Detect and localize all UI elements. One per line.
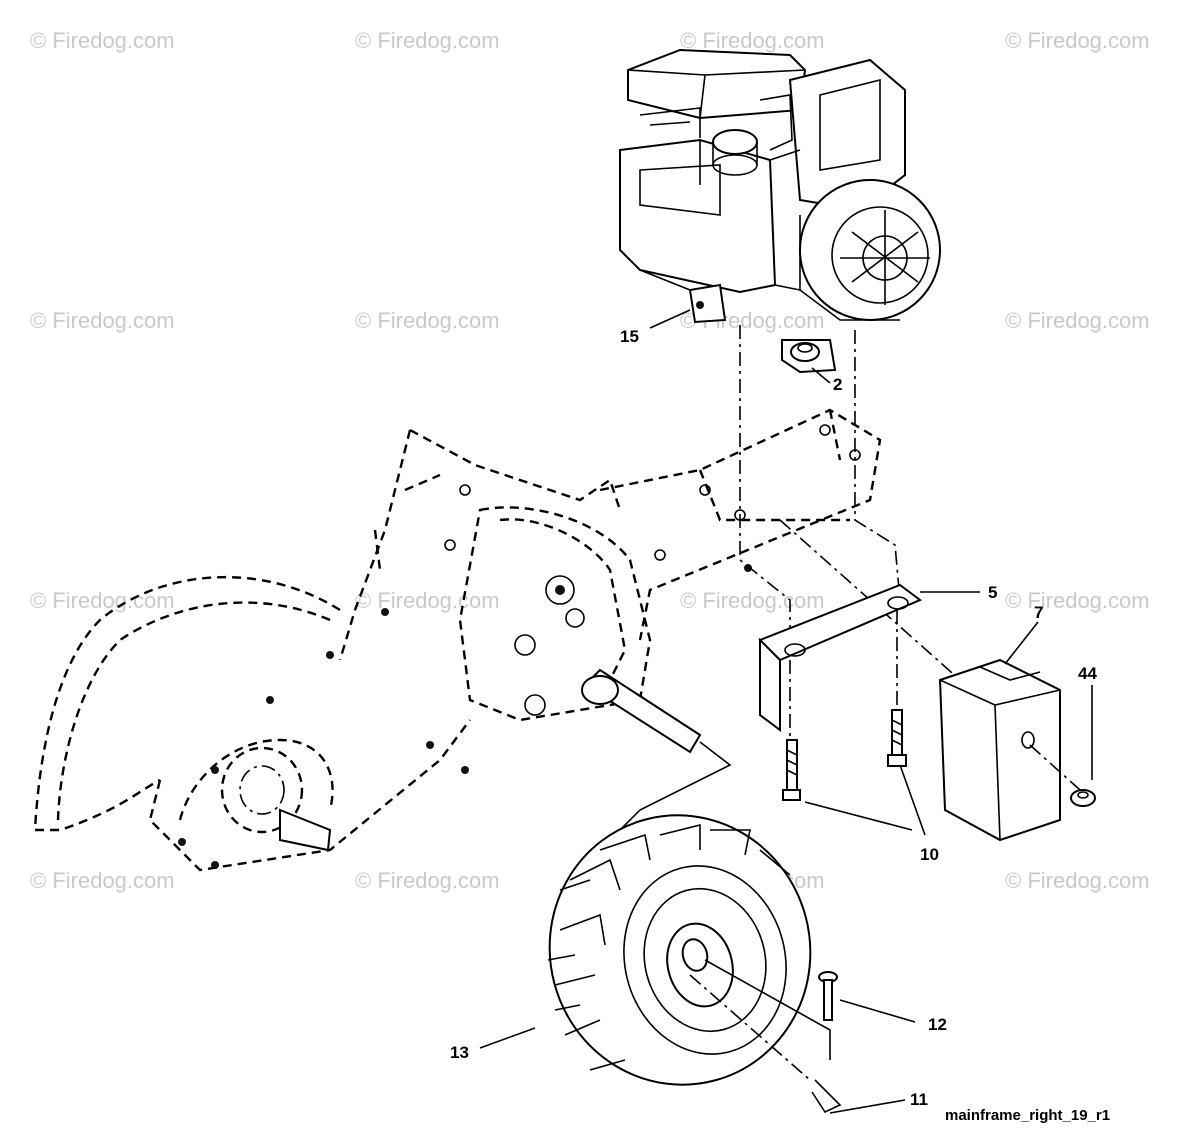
- callout-2: 2: [833, 375, 842, 394]
- callout-7: 7: [1034, 603, 1043, 622]
- callouts: 15 2 5 7 44 10 12 13 11: [450, 327, 1097, 1109]
- clevis-pin-12: [818, 971, 838, 1021]
- callout-12: 12: [928, 1015, 947, 1034]
- watermark: © Firedog.com: [1005, 588, 1150, 613]
- callout-44: 44: [1078, 664, 1097, 683]
- watermark: © Firedog.com: [1005, 868, 1150, 893]
- counterweight-block: [938, 658, 1061, 842]
- watermark: © Firedog.com: [355, 308, 500, 333]
- watermark: © Firedog.com: [30, 28, 175, 53]
- diagram-caption: mainframe_right_19_r1: [945, 1107, 1110, 1124]
- angle-bracket: [758, 583, 922, 732]
- tire-wheel: [547, 814, 831, 1086]
- watermark: © Firedog.com: [355, 28, 500, 53]
- callout-13: 13: [450, 1043, 469, 1062]
- callout-5: 5: [988, 583, 997, 602]
- tiller-frame-drawing: [33, 408, 882, 872]
- watermark: © Firedog.com: [355, 868, 500, 893]
- leader-lines: [479, 309, 1093, 1114]
- callout-11: 11: [910, 1090, 928, 1109]
- callout-15: 15: [620, 327, 639, 346]
- flange-nut-2: [781, 339, 837, 374]
- bolts-10: [782, 709, 907, 801]
- watermark: © Firedog.com: [680, 28, 825, 53]
- engine-drawing: [619, 48, 941, 324]
- watermark-layer: © Firedog.com © Firedog.com © Firedog.co…: [30, 28, 1150, 893]
- watermark: © Firedog.com: [355, 588, 500, 613]
- watermark: © Firedog.com: [30, 308, 175, 333]
- watermark: © Firedog.com: [680, 588, 825, 613]
- callout-10: 10: [920, 845, 939, 864]
- watermark: © Firedog.com: [30, 868, 175, 893]
- watermark: © Firedog.com: [1005, 308, 1150, 333]
- watermark: © Firedog.com: [1005, 28, 1150, 53]
- nut-44: [1029, 744, 1096, 807]
- hairpin-clip-11: [811, 1079, 842, 1114]
- watermark: © Firedog.com: [30, 588, 175, 613]
